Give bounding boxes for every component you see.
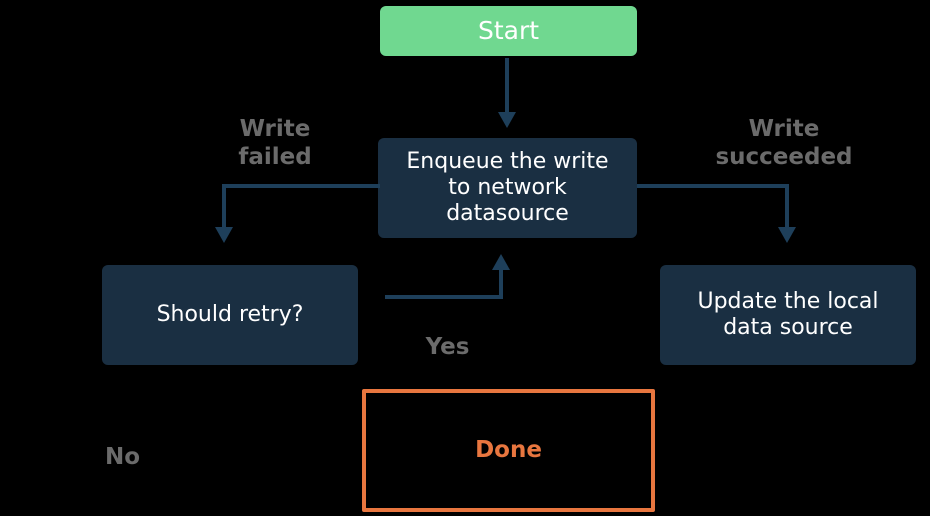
connector-enqueue-to-update-vertical xyxy=(785,184,789,229)
arrowhead-enqueue-to-update-icon xyxy=(778,227,796,243)
node-done[interactable]: Done xyxy=(362,389,655,512)
connector-retry-yes-horizontal xyxy=(385,295,503,299)
node-start[interactable]: Start xyxy=(380,6,637,56)
edge-label-write-failed: Write failed xyxy=(238,116,312,171)
node-update-local-data-source[interactable]: Update the local data source xyxy=(660,265,916,365)
edge-label-yes: Yes xyxy=(425,334,470,360)
arrowhead-start-to-enqueue-icon xyxy=(498,112,516,128)
node-should-retry[interactable]: Should retry? xyxy=(102,265,358,365)
connector-enqueue-to-retry-horizontal xyxy=(222,184,380,188)
connector-start-to-enqueue xyxy=(505,58,509,118)
edge-label-no: No xyxy=(104,444,141,470)
node-enqueue-write[interactable]: Enqueue the write to network datasource xyxy=(378,138,637,238)
connector-enqueue-to-update-horizontal xyxy=(637,184,789,188)
arrowhead-retry-yes-icon xyxy=(492,254,510,270)
connector-retry-yes-vertical xyxy=(499,268,503,299)
connector-enqueue-to-retry-vertical xyxy=(222,184,226,229)
arrowhead-enqueue-to-retry-icon xyxy=(215,227,233,243)
edge-label-write-succeeded: Write succeeded xyxy=(715,116,853,171)
